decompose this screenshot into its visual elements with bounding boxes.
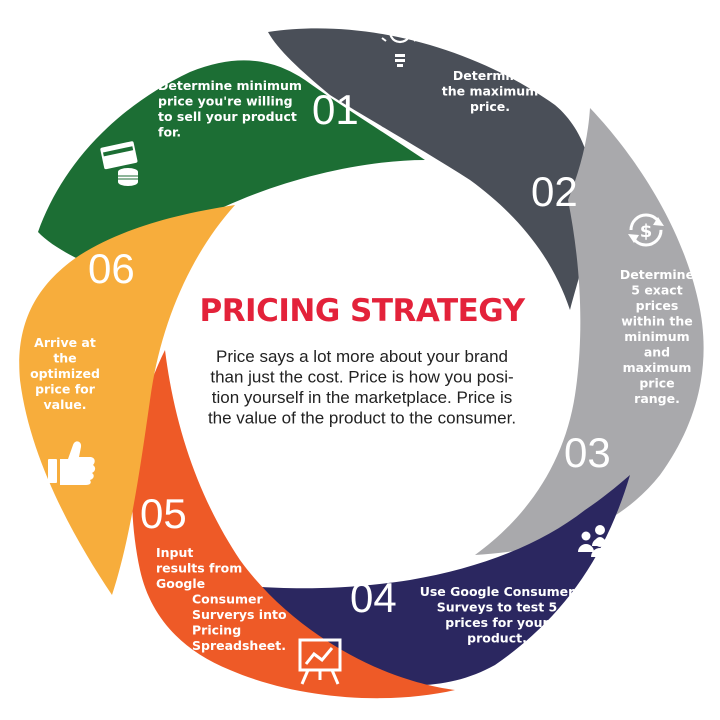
step-text-line: value. xyxy=(44,397,87,412)
people-group-icon xyxy=(578,525,622,557)
step-text-line: 5 exact xyxy=(631,283,682,298)
step-text-line: price xyxy=(639,376,674,391)
dollar-cycle-icon: $ xyxy=(628,213,664,247)
description-line: the value of the product to the consumer… xyxy=(208,409,516,428)
step-text-line: the maximum xyxy=(442,84,538,99)
step-text-line: product. xyxy=(467,631,527,646)
step-text-line: prices for your xyxy=(445,615,549,630)
segment-02 xyxy=(268,28,594,311)
step-text-line: for. xyxy=(158,125,181,140)
step-text-line: and xyxy=(644,345,670,360)
segment-06 xyxy=(19,205,235,595)
segments xyxy=(19,28,704,699)
step-text-line: Google xyxy=(156,576,205,591)
page-title: PRICING STRATEGY xyxy=(199,293,525,329)
step-text-line: price. xyxy=(470,99,510,114)
segment-03 xyxy=(475,108,704,555)
step-text-line: Determine minimum xyxy=(158,78,302,93)
segment-04 xyxy=(240,475,630,686)
step-text-line: the xyxy=(53,351,76,366)
step-number-06: 06 xyxy=(88,245,135,292)
segment-01 xyxy=(38,60,425,276)
step-text-line: prices xyxy=(636,298,679,313)
credit-card-coins-icon xyxy=(100,141,138,186)
step-text-line: Surveys to test 5 xyxy=(437,600,557,615)
step-number-02: 02 xyxy=(531,168,578,215)
step-number-03: 03 xyxy=(564,429,611,476)
step-text-line: maximum xyxy=(623,360,692,375)
step-text-line: Spreadsheet. xyxy=(192,638,286,653)
step-text-line: price for xyxy=(35,382,96,397)
lightbulb-icon xyxy=(381,20,419,67)
description-line: tion yourself in the marketplace. Price … xyxy=(212,388,512,407)
step-text-line: minimum xyxy=(624,329,689,344)
step-text-line: range. xyxy=(634,391,680,406)
step-text-line: Arrive at xyxy=(34,335,96,350)
step-text-line: Surverys into xyxy=(192,607,287,622)
step-number-05: 05 xyxy=(140,490,187,537)
step-text-line: price you're willing xyxy=(158,94,293,109)
step-text-line: Use Google Consumer xyxy=(420,584,575,599)
segment-05 xyxy=(132,350,455,699)
step-text-line: Determine xyxy=(453,68,527,83)
description-line: than just the cost. Price is how you pos… xyxy=(210,368,513,387)
step-text-line: to sell your product xyxy=(158,109,297,124)
chart-board-icon xyxy=(298,638,342,685)
description-line: Price says a lot more about your brand xyxy=(216,347,508,366)
step-text-line: Consumer xyxy=(192,592,264,607)
step-text-line: Pricing xyxy=(192,623,241,638)
step-text-line: optimized xyxy=(30,366,100,381)
step-number-01: 01 xyxy=(312,86,359,133)
svg-text:$: $ xyxy=(640,221,653,242)
step-text-line: Input xyxy=(156,545,193,560)
step-text-line: results from xyxy=(156,561,242,576)
step-text-line: Determine xyxy=(620,267,694,282)
description: Price says a lot more about your brand th… xyxy=(208,347,516,428)
step-text-line: within the xyxy=(621,314,693,329)
thumbs-up-icon xyxy=(48,441,96,485)
step-number-04: 04 xyxy=(350,574,397,621)
step-numbers: 01 02 03 04 05 06 xyxy=(88,86,611,621)
